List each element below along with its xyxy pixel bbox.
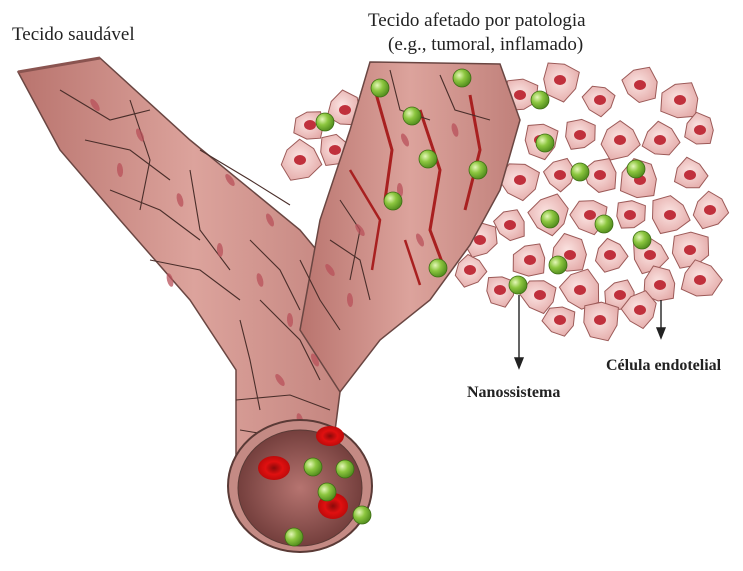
nanoparticle (429, 259, 447, 277)
tissue-cell (661, 83, 698, 118)
tissue-cell (544, 159, 576, 192)
tissue-cell (513, 244, 545, 276)
nanoparticle (531, 91, 549, 109)
tissue-cell (281, 139, 322, 180)
tissue-cell (693, 191, 728, 229)
nanoparticle (536, 134, 554, 152)
nanoparticle (419, 150, 437, 168)
nanoparticle (541, 210, 559, 228)
healthy-tissue-label: Tecido saudável (12, 24, 135, 46)
nanoparticle (571, 163, 589, 181)
nanoparticle (384, 192, 402, 210)
red-blood-cell (316, 426, 344, 446)
tissue-cell (494, 210, 525, 241)
nanoparticle (549, 256, 567, 274)
nanoparticle (304, 458, 322, 476)
nanoparticle (285, 528, 303, 546)
nanoparticle (453, 69, 471, 87)
endothelial-cell-label: Célula endotelial (606, 357, 721, 375)
pathological-tissue-label-line1: Tecido afetado por patologia (368, 10, 586, 32)
nanoparticle (318, 483, 336, 501)
tissue-cell (584, 302, 619, 341)
tissue-cell (542, 307, 575, 336)
nanoparticle (595, 215, 613, 233)
tissue-cell (601, 121, 640, 160)
nanoparticle (627, 160, 645, 178)
nanosystem-label: Nanossistema (467, 384, 560, 402)
nanoparticle (403, 107, 421, 125)
nanoparticle (509, 276, 527, 294)
tissue-cell (622, 67, 657, 102)
tissue-cell (582, 86, 615, 117)
nanoparticle (336, 460, 354, 478)
tissue-cell (544, 63, 580, 102)
tissue-cell (675, 157, 709, 188)
tissue-cell (566, 119, 596, 149)
nanoparticle (633, 231, 651, 249)
nanoparticle (316, 113, 334, 131)
tissue-cell (653, 196, 691, 234)
endothelial-cell-arrow (657, 300, 665, 338)
tissue-cell (559, 269, 598, 309)
tissue-cell (596, 238, 629, 272)
nanosystem-arrow (515, 295, 523, 368)
nanoparticle (371, 79, 389, 97)
red-blood-cell (258, 456, 290, 480)
nanoparticle (469, 161, 487, 179)
tissue-cell (642, 121, 680, 155)
pathological-tissue-label-line2: (e.g., tumoral, inflamado) (388, 34, 583, 56)
nanoparticle (353, 506, 371, 524)
tissue-cell (617, 201, 646, 228)
